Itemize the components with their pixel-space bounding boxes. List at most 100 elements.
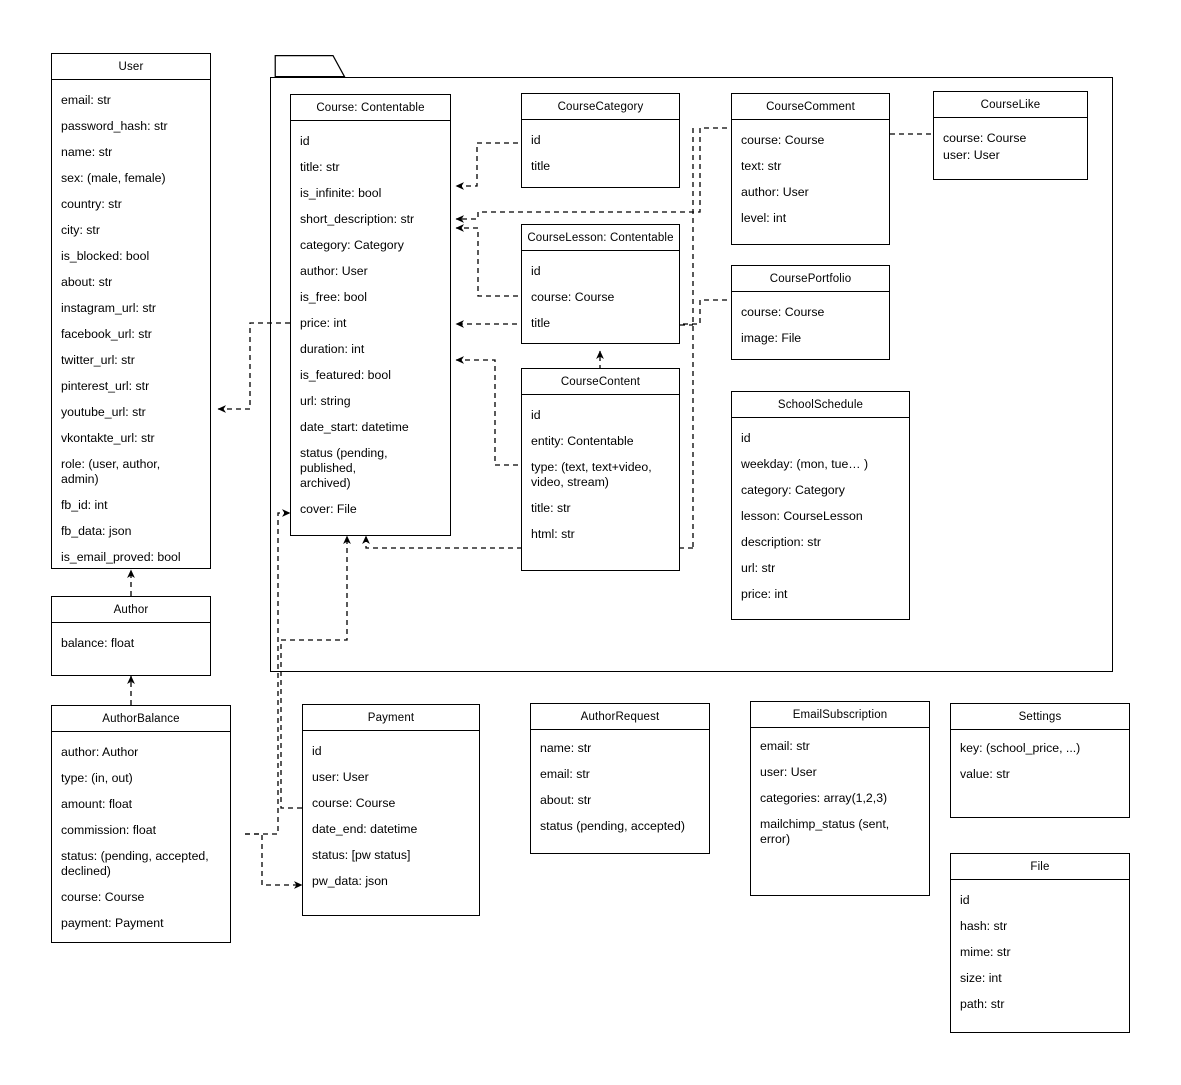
attr: path: str [960, 997, 1005, 1011]
attr: categories: array(1,2,3) [760, 791, 888, 805]
class-title-user: User [52, 54, 210, 80]
attr: email: str [760, 739, 810, 753]
attr: lesson: CourseLesson [741, 509, 863, 523]
attr: cover: File [300, 502, 357, 516]
class-box-course-portfolio[interactable]: CoursePortfolio course: Course image: Fi… [731, 265, 890, 360]
attr: short_description: str [300, 212, 415, 226]
attr: image: File [741, 331, 802, 345]
attr: name: str [540, 741, 592, 755]
attr: id [741, 431, 751, 445]
attr: html: str [531, 527, 575, 541]
attr: user: User [943, 148, 1000, 162]
attr: size: int [960, 971, 1002, 985]
attr: key: (school_price, ...) [960, 741, 1081, 755]
class-box-course-like[interactable]: CourseLike course: Course user: User [933, 91, 1088, 180]
attr: email: str [61, 93, 111, 107]
attr: is_infinite: bool [300, 186, 382, 200]
attr: author: User [741, 185, 809, 199]
attr: user: User [760, 765, 817, 779]
attr: country: str [61, 197, 122, 211]
attr: course: Course [312, 796, 396, 810]
attr: type: (text, text+video, video, stream) [531, 460, 652, 489]
class-attrs-author-balance: author: Author type: (in, out) amount: f… [52, 732, 230, 941]
class-title-course-comment: CourseComment [732, 94, 889, 120]
class-attrs-course-comment: course: Course text: str author: User le… [732, 120, 889, 236]
attr: amount: float [61, 797, 133, 811]
attr: id [531, 264, 541, 278]
class-attrs-school-schedule: id weekday: (mon, tue… ) category: Categ… [732, 418, 909, 612]
class-box-author-request[interactable]: AuthorRequest name: str email: str about… [530, 703, 710, 854]
attr: twitter_url: str [61, 353, 135, 367]
attr: course: Course [943, 131, 1027, 145]
attr: commission: float [61, 823, 156, 837]
class-attrs-course-content: id entity: Contentable type: (text, text… [522, 395, 679, 552]
class-attrs-settings: key: (school_price, ...) value: str [951, 730, 1129, 792]
attr: facebook_url: str [61, 327, 152, 341]
attr: course: Course [61, 890, 145, 904]
attr: description: str [741, 535, 821, 549]
class-title-email-subscription: EmailSubscription [751, 702, 929, 728]
class-title-course-content: CourseContent [522, 369, 679, 395]
class-box-author-balance[interactable]: AuthorBalance author: Author type: (in, … [51, 705, 231, 943]
class-attrs-author-request: name: str email: str about: str status (… [531, 730, 709, 844]
attr: category: Category [300, 238, 404, 252]
attr: pw_data: json [312, 874, 388, 888]
attr: balance: float [61, 636, 135, 650]
attr: duration: int [300, 342, 365, 356]
class-box-settings[interactable]: Settings key: (school_price, ...) value:… [950, 703, 1130, 818]
attr: author: User [300, 264, 368, 278]
attr: date_start: datetime [300, 420, 409, 434]
edge-balance-to-payment [245, 833, 303, 889]
attr: is_blocked: bool [61, 249, 150, 263]
class-attrs-user: email: str password_hash: str name: str … [52, 80, 210, 575]
class-box-payment[interactable]: Payment id user: User course: Course dat… [302, 704, 480, 916]
class-box-author[interactable]: Author balance: float [51, 596, 211, 676]
attr: status: (pending, accepted, declined) [61, 849, 209, 878]
class-attrs-file: id hash: str mime: str size: int path: s… [951, 880, 1129, 1022]
attr: status (pending, accepted) [540, 819, 685, 833]
attr: mailchimp_status (sent, error) [760, 817, 893, 846]
attr: status: [pw status] [312, 848, 411, 862]
class-box-course-comment[interactable]: CourseComment course: Course text: str a… [731, 93, 890, 245]
attr: status (pending, published, archived) [300, 446, 388, 490]
class-box-email-subscription[interactable]: EmailSubscription email: str user: User … [750, 701, 930, 896]
attr: vkontakte_url: str [61, 431, 155, 445]
attr: course: Course [741, 133, 825, 147]
attr: payment: Payment [61, 916, 164, 930]
attr: city: str [61, 223, 100, 237]
class-box-course-lesson[interactable]: CourseLesson: Contentable id course: Cou… [521, 224, 680, 344]
attr: price: int [741, 587, 788, 601]
attr: is_featured: bool [300, 368, 391, 382]
class-attrs-course-category: id title [522, 120, 679, 184]
attr: course: Course [531, 290, 615, 304]
attr: is_free: bool [300, 290, 367, 304]
attr: title [531, 159, 551, 173]
class-box-course-category[interactable]: CourseCategory id title [521, 93, 680, 188]
class-title-course-lesson: CourseLesson: Contentable [522, 225, 679, 251]
class-box-school-schedule[interactable]: SchoolSchedule id weekday: (mon, tue… ) … [731, 391, 910, 620]
attr: mime: str [960, 945, 1011, 959]
class-title-school-schedule: SchoolSchedule [732, 392, 909, 418]
class-box-file[interactable]: File id hash: str mime: str size: int pa… [950, 853, 1130, 1033]
attr: id [300, 134, 310, 148]
attr: text: str [741, 159, 782, 173]
class-box-course-content[interactable]: CourseContent id entity: Contentable typ… [521, 368, 680, 571]
class-attrs-course: id title: str is_infinite: bool short_de… [291, 121, 450, 527]
attr: role: (user, author, admin) [61, 457, 164, 486]
class-box-user[interactable]: User email: str password_hash: str name:… [51, 53, 211, 569]
class-title-settings: Settings [951, 704, 1129, 730]
class-box-course[interactable]: Course: Contentable id title: str is_inf… [290, 94, 451, 536]
class-title-course-portfolio: CoursePortfolio [732, 266, 889, 292]
attr: title: str [300, 160, 340, 174]
attr: level: int [741, 211, 787, 225]
attr: password_hash: str [61, 119, 168, 133]
attr: id [531, 408, 541, 422]
attr: title [531, 316, 551, 330]
attr: about: str [61, 275, 113, 289]
class-title-author-balance: AuthorBalance [52, 706, 230, 732]
package-tab-shape [274, 55, 346, 78]
class-title-author: Author [52, 597, 210, 623]
class-attrs-course-portfolio: course: Course image: File [732, 292, 889, 356]
attr: instagram_url: str [61, 301, 156, 315]
